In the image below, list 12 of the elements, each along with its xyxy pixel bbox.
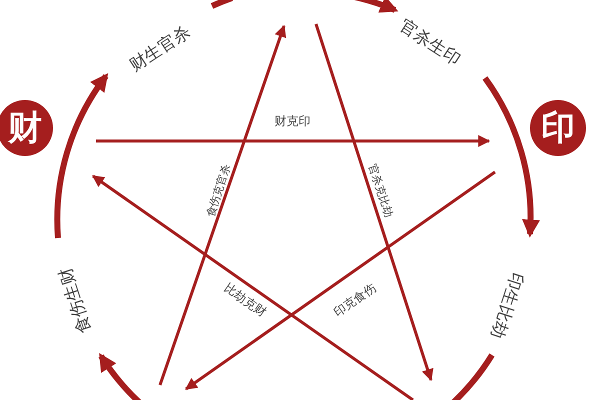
arrow-label: 印克食伤 xyxy=(330,279,380,321)
edge-label: 财克印 xyxy=(274,112,310,130)
arrow-label: 印生比劫 xyxy=(486,269,528,341)
element-circle: 财 xyxy=(0,100,53,156)
arrow-label: 食伤生财 xyxy=(54,264,96,336)
arrow-label: 官杀生印 xyxy=(395,14,465,70)
arrow xyxy=(96,135,490,147)
arrow-label: 官杀克比劫 xyxy=(364,162,396,218)
element-circle: 印 xyxy=(530,100,586,156)
arrow-label: 食伤克官杀 xyxy=(202,162,234,218)
arrow-label: 财生官杀 xyxy=(125,20,195,76)
arrow-label: 比劫克财 xyxy=(220,279,270,321)
